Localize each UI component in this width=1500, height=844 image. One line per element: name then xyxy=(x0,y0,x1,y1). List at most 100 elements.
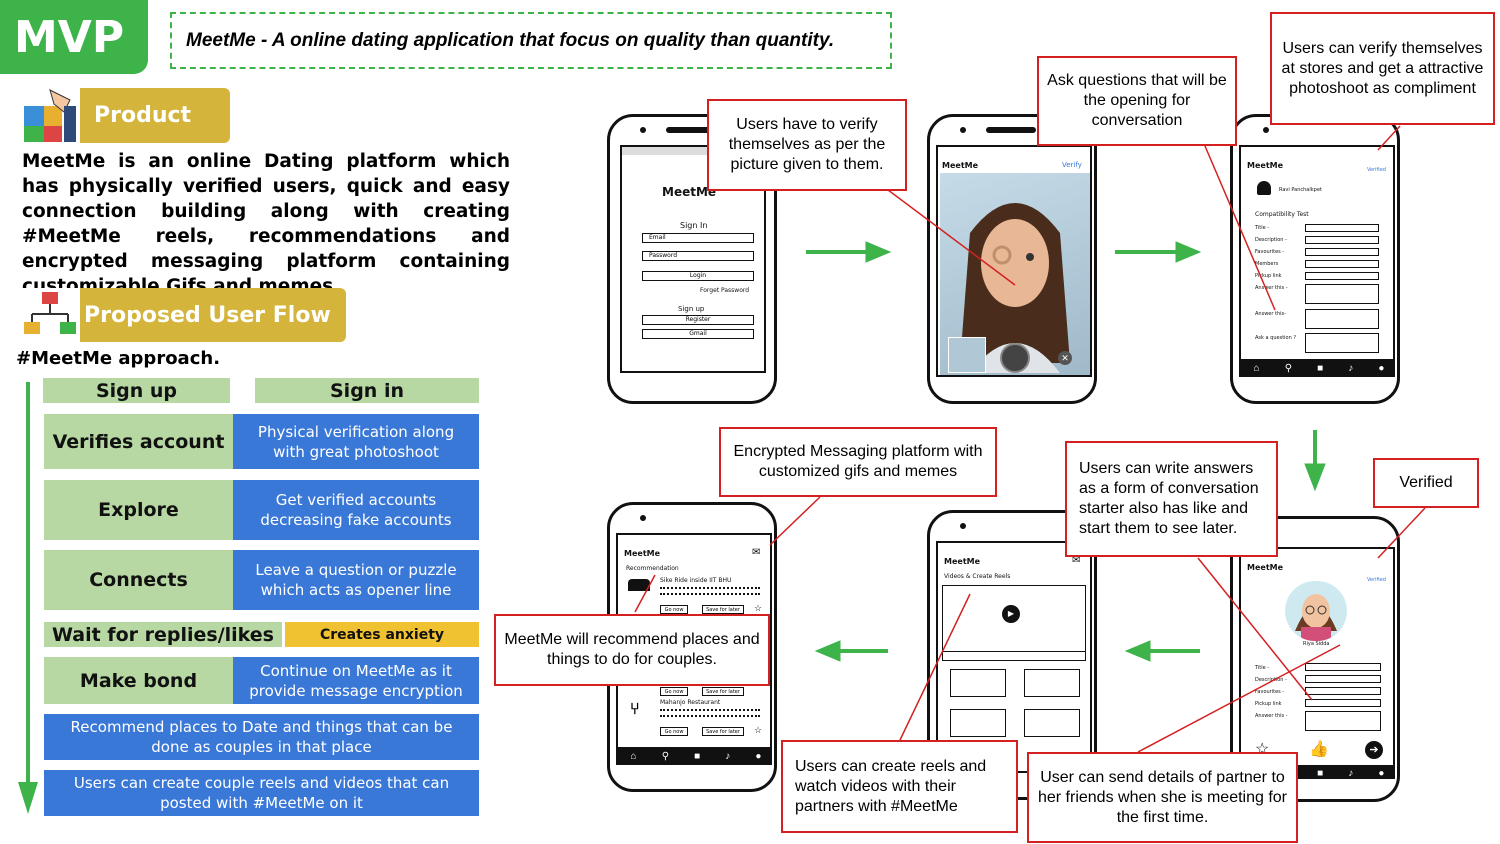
note-write-answers: Users can write answers as a form of con… xyxy=(1065,441,1278,557)
close-icon[interactable]: ✕ xyxy=(1058,351,1072,365)
input-pickup[interactable] xyxy=(1305,699,1381,707)
note-reels: Users can create reels and watch videos … xyxy=(781,740,1018,833)
step-connects: Connects xyxy=(44,550,233,610)
input-favourites[interactable] xyxy=(1305,248,1379,256)
reel-thumb-4[interactable] xyxy=(1024,709,1080,737)
video-icon[interactable]: ■ xyxy=(1317,362,1324,374)
field-answer1: Answer this - xyxy=(1255,285,1288,291)
play-icon[interactable]: ▶ xyxy=(1002,605,1020,623)
chat-icon[interactable]: ✉ xyxy=(1072,555,1081,566)
input-answer1[interactable] xyxy=(1305,284,1379,304)
forgot-link[interactable]: Forget Password xyxy=(700,287,750,294)
speaker xyxy=(986,127,1036,133)
phone-match: MeetMe Verified Riya Sidda Title - Descr… xyxy=(1230,516,1400,802)
input-members[interactable] xyxy=(1305,260,1379,268)
password-field[interactable]: Password xyxy=(642,251,754,261)
reel-thumb-3[interactable] xyxy=(950,709,1006,737)
home-icon[interactable]: ⌂ xyxy=(1253,362,1260,374)
camera-dot xyxy=(960,127,966,133)
recommend-places-cell: Recommend places to Date and things that… xyxy=(44,714,479,760)
mvp-badge: MVP xyxy=(0,0,148,74)
login-button[interactable]: Login xyxy=(642,271,754,281)
step-bond: Make bond xyxy=(44,657,233,704)
step-wait: Wait for replies/likes xyxy=(44,622,282,647)
signin-label: Sign In xyxy=(680,221,708,230)
note-recommend: MeetMe will recommend places and things … xyxy=(494,614,770,686)
input-answer2[interactable] xyxy=(1305,309,1379,329)
verified-label: Verified xyxy=(1367,167,1386,173)
register-button[interactable]: Register xyxy=(642,315,754,325)
profile-icon[interactable]: ● xyxy=(1378,362,1385,374)
bell-icon[interactable]: ♪ xyxy=(725,750,731,762)
reco-heading: Recommendation xyxy=(626,565,679,572)
search-icon[interactable]: ⚲ xyxy=(661,750,670,762)
input-pickup[interactable] xyxy=(1305,272,1379,280)
chat-icon[interactable]: ✉ xyxy=(752,547,761,558)
verify-action[interactable]: Verify xyxy=(1062,161,1082,169)
place1-save-button[interactable]: Save for later xyxy=(702,605,744,614)
verify-screen: MeetMe Verify ✕ xyxy=(936,145,1092,377)
phone-profile: MeetMe Verified Ravi Panchalkpet Compati… xyxy=(1230,114,1400,404)
product-heading: Product xyxy=(80,88,230,143)
note-ask-questions: Ask questions that will be the opening f… xyxy=(1037,56,1237,146)
avatar xyxy=(1285,581,1347,641)
flowchart-icon xyxy=(20,288,80,342)
field-answer: Answer this - xyxy=(1255,713,1288,719)
bottom-nav: ⌂ ⚲ ■ ♪ ● xyxy=(1241,359,1393,375)
video-scrubber[interactable] xyxy=(942,651,1086,661)
app-title: MeetMe xyxy=(944,557,981,566)
place-save-button[interactable]: Save for later xyxy=(702,687,744,696)
app-title: MeetMe xyxy=(662,185,717,199)
field-favourites: Favourites - xyxy=(1255,689,1285,695)
place1-go-button[interactable]: Go now xyxy=(660,605,688,614)
input-ask[interactable] xyxy=(1305,333,1379,353)
field-description: Description - xyxy=(1255,677,1287,683)
input-answer[interactable] xyxy=(1305,711,1381,731)
bell-icon[interactable]: ♪ xyxy=(1348,362,1354,374)
input-description[interactable] xyxy=(1305,675,1381,683)
star-icon[interactable]: ☆ xyxy=(754,725,763,735)
profile-icon[interactable]: ● xyxy=(755,750,762,762)
video-icon[interactable]: ■ xyxy=(1317,767,1324,779)
profile-name: Ravi Panchalkpet xyxy=(1279,187,1322,193)
video-icon[interactable]: ■ xyxy=(694,750,701,762)
camera-dot xyxy=(640,515,646,521)
tagline: MeetMe - A online dating application tha… xyxy=(170,12,892,69)
detail-connects: Leave a question or puzzle which acts as… xyxy=(233,550,479,610)
detail-bond: Continue on MeetMe as it provide message… xyxy=(233,657,479,704)
reel-thumb-1[interactable] xyxy=(950,669,1006,697)
product-description: MeetMe is an online Dating platform whic… xyxy=(22,151,510,297)
selfie-photo xyxy=(940,173,1090,375)
place1-text xyxy=(660,587,760,595)
place2-save-button[interactable]: Save for later xyxy=(702,727,744,736)
signup-label: Sign up xyxy=(678,305,705,313)
input-title[interactable] xyxy=(1305,224,1379,232)
thumbs-up-icon[interactable]: 👍 xyxy=(1309,741,1329,758)
input-title[interactable] xyxy=(1305,663,1381,671)
approach-label: #MeetMe approach. xyxy=(16,348,221,369)
field-title: Title - xyxy=(1255,665,1270,671)
step-explore: Explore xyxy=(44,480,233,540)
gmail-button[interactable]: Gmail xyxy=(642,329,754,339)
field-favourites: Favourites - xyxy=(1255,249,1285,255)
star-icon[interactable]: ☆ xyxy=(754,603,763,613)
home-icon[interactable]: ⌂ xyxy=(630,750,637,762)
callout-lines xyxy=(634,125,1426,753)
flow-arrows xyxy=(806,241,1326,662)
signup-cell: Sign up xyxy=(43,378,230,403)
bell-icon[interactable]: ♪ xyxy=(1348,767,1354,779)
shutter-button[interactable] xyxy=(1000,343,1030,373)
product-icon xyxy=(20,86,80,144)
email-field[interactable]: Email xyxy=(642,233,754,243)
field-pickup: Pickup link xyxy=(1255,273,1282,279)
field-ask: Ask a question ? xyxy=(1255,335,1297,341)
share-arrow-icon[interactable]: ➔ xyxy=(1365,741,1383,759)
bottom-nav: ⌂ ⚲ ■ ♪ ● xyxy=(618,747,770,763)
search-icon[interactable]: ⚲ xyxy=(1284,362,1293,374)
place-go-button[interactable]: Go now xyxy=(660,687,688,696)
place2-go-button[interactable]: Go now xyxy=(660,727,688,736)
input-description[interactable] xyxy=(1305,236,1379,244)
profile-icon[interactable]: ● xyxy=(1378,767,1385,779)
reel-thumb-2[interactable] xyxy=(1024,669,1080,697)
